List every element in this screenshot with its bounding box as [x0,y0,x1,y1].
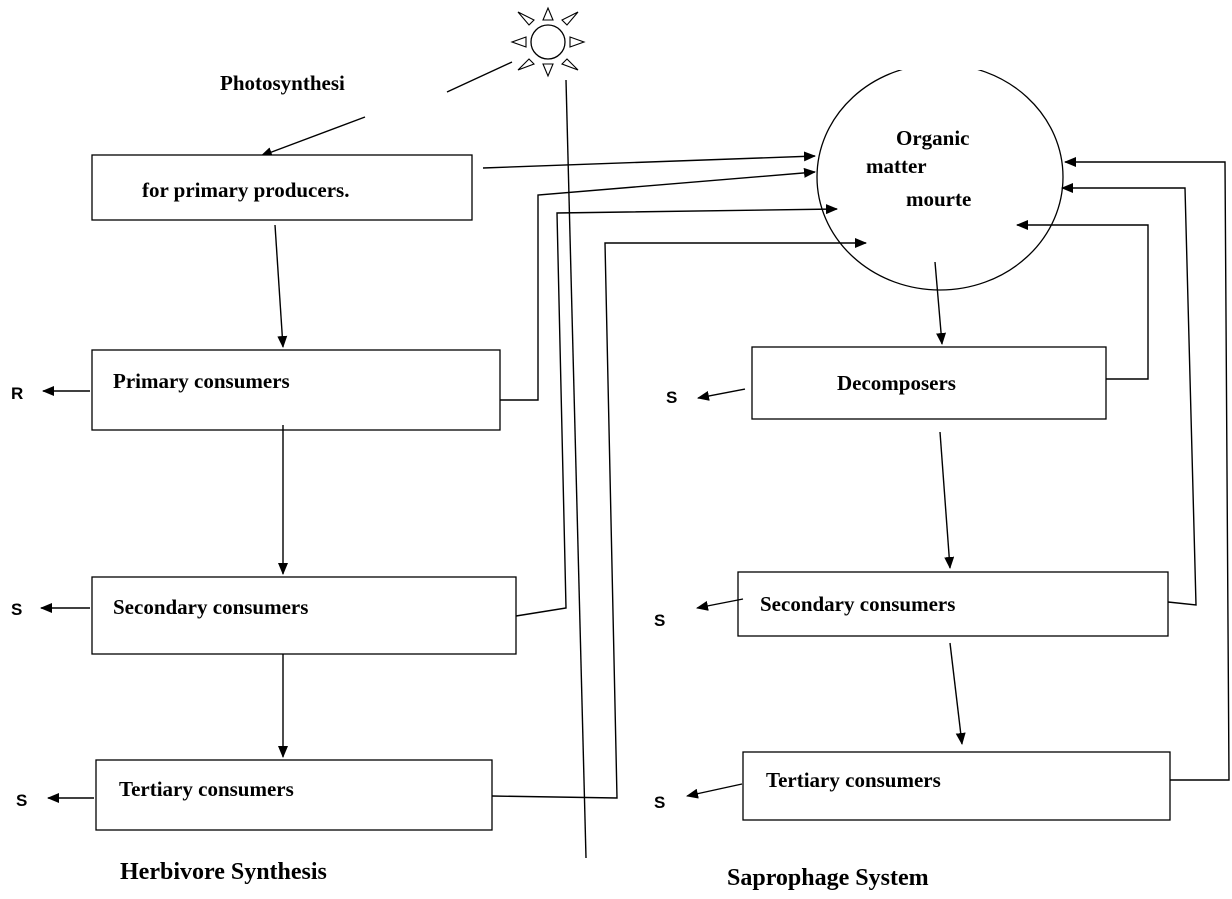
primary-producers-box [91,154,473,221]
sap-tertiary-consumers-label: Tertiary consumers [766,768,941,792]
sun-icon [510,6,586,78]
primary-to-organic-line [500,167,816,401]
secondary-to-organic-line [515,204,838,617]
tertiary-to-organic-line [491,238,867,799]
ellipse-gap [858,58,1020,70]
sap-secondary-consumers-label: Secondary consumers [760,592,955,616]
system-divider-line [565,79,587,859]
sap-secondary-consumers-box [737,571,1169,637]
herb-secondary-consumers-box [91,576,517,655]
herb-tertiary-consumers-box [95,759,493,831]
organic-to-decomposers-arrow [934,261,947,345]
organic-matter-label-2: matter [866,154,927,178]
herb-tertiary-side-label: S [16,791,27,810]
sap-tertiary-to-organic-line [1064,157,1230,781]
sap-tertiary-consumers-box [742,751,1171,821]
photosynthesis-arrow [260,116,366,157]
herb-primary-side-label: R [11,384,23,403]
herbivore-system-title: Herbivore Synthesis [120,859,327,885]
decomposers-label: Decomposers [837,371,956,395]
organic-matter-label-1: Organic [896,126,970,150]
herb-secondary-side-label: S [11,600,22,619]
sap-tertiary-side-arrow [686,783,743,799]
producers-to-organic-arrow [482,151,816,169]
saprophage-system-title: Saprophage System [727,865,929,891]
decomposers-box [751,346,1107,420]
sunlight-line [446,61,513,93]
herb-primary-consumers-box [91,349,501,431]
organic-matter-pool [816,63,1064,291]
herb-secondary-consumers-label: Secondary consumers [113,595,308,619]
organic-matter-label-3: mourte [906,187,971,211]
photosynthesis-label: Photosynthesi [220,71,345,95]
herb-tertiary-consumers-label: Tertiary consumers [119,777,294,801]
sap-decomposers-side-label: S [666,388,677,407]
secondary-to-tertiary-sap-arrow [949,642,966,745]
sap-secondary-to-organic-line [1061,183,1197,606]
decomposers-to-secondary-arrow [939,431,955,569]
sap-decomposers-side-arrow [697,388,746,401]
sap-secondary-side-arrow [696,598,744,611]
decomposers-to-organic-line [1016,220,1149,380]
sap-secondary-side-label: S [654,611,665,630]
producers-to-primary-arrow [274,224,288,348]
primary-producers-label: for primary producers. [142,178,349,202]
sap-tertiary-side-label: S [654,793,665,812]
herb-primary-consumers-label: Primary consumers [113,369,290,393]
